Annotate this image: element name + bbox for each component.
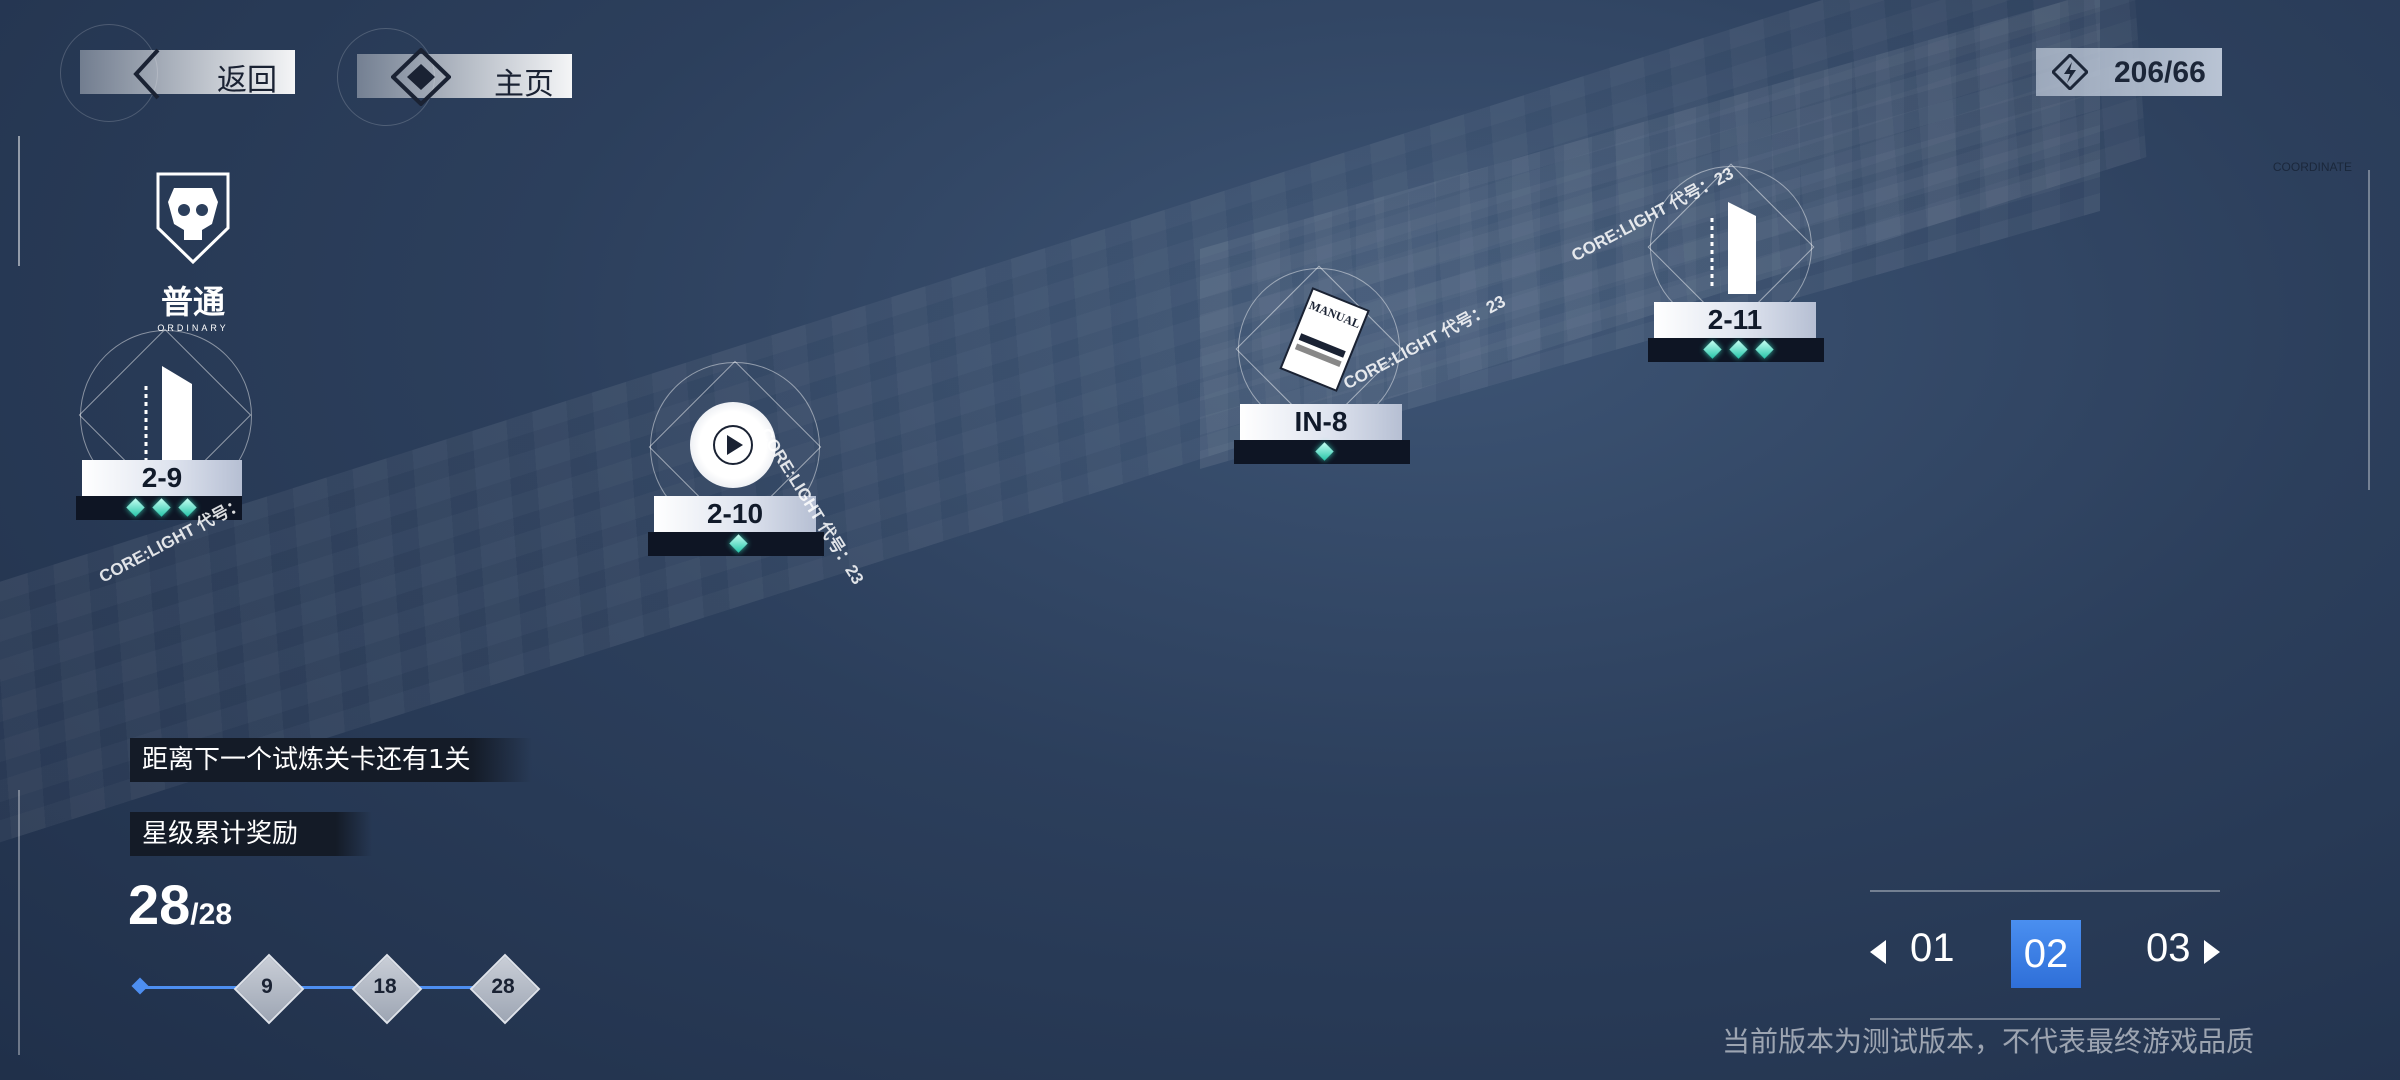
star-count-total: /28 xyxy=(190,898,233,931)
play-icon xyxy=(713,425,753,465)
stage-label: 2-9 xyxy=(82,460,242,496)
back-button[interactable]: 返回 xyxy=(60,24,295,122)
track-start-marker xyxy=(131,977,149,995)
back-label: 返回 xyxy=(217,63,277,98)
star-icon xyxy=(1729,340,1749,360)
stage-stars xyxy=(1234,440,1410,464)
star-icon xyxy=(729,534,749,554)
stage-stars xyxy=(1648,338,1824,362)
home-diamond-icon xyxy=(391,48,451,106)
stamina-value: 206/66 xyxy=(2114,56,2206,89)
star-count-current: 28 xyxy=(128,873,191,936)
stamina-counter[interactable]: 206/66 xyxy=(2036,48,2222,96)
star-icon xyxy=(152,498,172,518)
prev-chapter-arrow-icon[interactable] xyxy=(1870,940,1886,964)
star-icon xyxy=(1315,442,1335,462)
star-reward-label: 星级累计奖励 xyxy=(130,812,372,856)
star-count: 28/28 xyxy=(128,872,232,937)
test-version-disclaimer: 当前版本为测试版本，不代表最终游戏品质 xyxy=(1722,1025,2255,1058)
play-button[interactable] xyxy=(690,402,776,488)
home-button[interactable]: 主页 xyxy=(337,28,572,126)
frame-line xyxy=(18,790,20,1055)
stage-label: 2-10 xyxy=(654,496,816,532)
energy-icon xyxy=(2052,54,2088,90)
reward-track xyxy=(140,986,530,989)
stage-stars xyxy=(76,496,242,520)
next-chapter-arrow-icon[interactable] xyxy=(2204,940,2220,964)
stage-stars xyxy=(648,532,824,556)
pillar-icon xyxy=(1710,202,1756,294)
milestone-value: 18 xyxy=(373,975,397,998)
back-arrow-icon xyxy=(133,48,160,100)
star-icon xyxy=(126,498,146,518)
chapter-tab-active[interactable]: 02 xyxy=(2011,920,2081,988)
chapter-tab[interactable]: 03 xyxy=(2146,926,2191,970)
milestone-value: 9 xyxy=(261,975,273,998)
manual-icon: MANUAL xyxy=(1279,287,1370,392)
star-icon xyxy=(1703,340,1723,360)
star-icon xyxy=(1755,340,1775,360)
chapter-tab[interactable]: 01 xyxy=(1910,926,1955,970)
frame-line xyxy=(18,136,20,266)
difficulty-sub: ORDINARY xyxy=(157,323,229,333)
home-label: 主页 xyxy=(494,67,554,102)
chapter-pager: 01 02 03 xyxy=(1870,890,2220,1020)
stage-label: 2-11 xyxy=(1654,302,1816,338)
difficulty-selector[interactable]: 普通 ORDINARY xyxy=(148,168,238,333)
frame-line xyxy=(2368,170,2370,490)
pillar-icon xyxy=(144,366,192,476)
next-trial-info: 距离下一个试炼关卡还有1关 xyxy=(130,738,532,782)
skull-shield-icon xyxy=(156,172,230,265)
stage-label: IN-8 xyxy=(1240,404,1402,440)
milestone-value: 28 xyxy=(491,975,515,998)
difficulty-name: 普通 xyxy=(160,283,225,321)
coordinate-label: COORDINATE xyxy=(2272,160,2352,174)
